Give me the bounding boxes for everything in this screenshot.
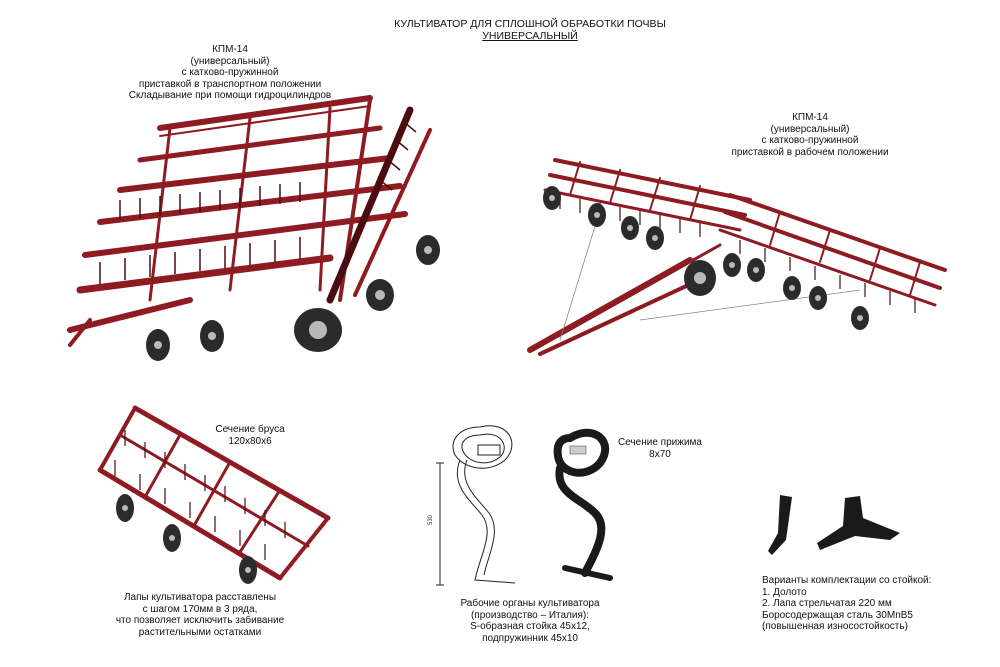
caption-line: приставкой в рабочем положении: [731, 146, 889, 158]
title-line-2: УНИВЕРСАЛЬНЫЙ: [482, 30, 578, 42]
caption-line: подпружинник 45х10: [482, 632, 578, 644]
caption-line: с катково-пружинной: [761, 135, 859, 146]
clamp-section-caption: Сечение прижима 8х70: [610, 437, 710, 460]
caption-line: (универсальный): [770, 123, 850, 135]
caption-line: Сечение бруса: [215, 424, 285, 435]
caption-line: 1. Долото: [762, 586, 807, 598]
caption-line: КПМ-14: [212, 44, 248, 55]
caption-line: с катково-пружинной: [181, 67, 279, 78]
caption-line: 120х80х6: [228, 435, 272, 447]
tines-spacing-caption: Лапы культиватора расставлены с шагом 17…: [100, 592, 300, 638]
caption-line: Сечение прижима: [618, 437, 702, 448]
cultivator-working-illustration: [527, 158, 947, 356]
caption-line: что позволяет исключить забивание: [115, 615, 285, 626]
transport-wheels: [146, 235, 440, 361]
caption-line: S-образная стойка 45х12,: [470, 621, 590, 632]
title-line-1: КУЛЬТИВАТОР ДЛЯ СПЛОШНОЙ ОБРАБОТКИ ПОЧВЫ: [394, 18, 666, 30]
caption-line: КПМ-14: [792, 112, 828, 123]
sweep-share-image: [817, 496, 900, 550]
working-organs-caption: Рабочие органы культиватора (производств…: [440, 598, 620, 644]
chisel-point-image: [768, 495, 792, 555]
transport-position-caption: КПМ-14 (универсальный) с катково-пружинн…: [110, 44, 350, 102]
caption-line: Варианты комплектации со стойкой:: [762, 575, 932, 586]
page-title: КУЛЬТИВАТОР ДЛЯ СПЛОШНОЙ ОБРАБОТКИ ПОЧВЫ…: [390, 18, 670, 42]
working-position-caption: КПМ-14 (универсальный) с катково-пружинн…: [700, 112, 920, 158]
frame-section-illustration: [97, 405, 331, 584]
caption-line: растительными остатками: [138, 626, 262, 638]
caption-line: Боросодержащая сталь 30MnB5: [762, 609, 913, 621]
caption-line: Складывание при помощи гидроцилиндров: [128, 90, 332, 101]
cultivator-transport-illustration: [67, 95, 440, 361]
caption-line: Лапы культиватора расставлены: [123, 592, 277, 603]
s-tine-spring-image: [553, 428, 613, 581]
beam-section-caption: Сечение бруса 120х80х6: [190, 424, 310, 447]
caption-line: (повышенная износостойкость): [762, 621, 908, 632]
caption-line: (производство – Италия):: [470, 609, 590, 621]
caption-line: 2. Лапа стрельчатая 220 мм: [762, 598, 892, 609]
s-tine-line-drawing: 530: [428, 425, 516, 586]
caption-line: с шагом 170мм в 3 ряда,: [142, 603, 258, 615]
dimension-label: 530: [428, 514, 434, 525]
caption-line: 8х70: [649, 448, 671, 460]
caption-line: Рабочие органы культиватора: [460, 598, 600, 609]
caption-line: (универсальный): [190, 55, 270, 67]
caption-line: приставкой в транспортном положении: [138, 78, 322, 90]
options-caption: Варианты комплектации со стойкой: 1. Дол…: [762, 575, 962, 633]
